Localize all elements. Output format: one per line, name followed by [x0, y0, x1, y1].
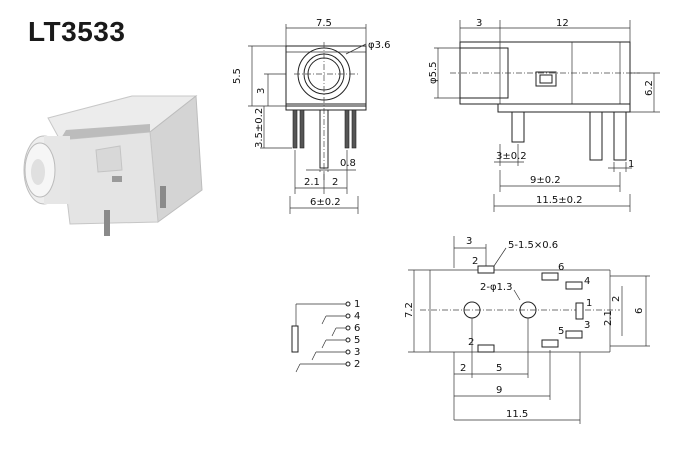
schematic: 1 4 6 5 3 2	[291, 299, 360, 373]
pcb-pad-label-top-2: 2	[472, 256, 478, 267]
pcb-pad-label-4: 4	[584, 276, 590, 287]
dim-pcb-span-11-5: 11.5	[506, 409, 528, 420]
front-view: 7.5 φ3.6 5.5 3 3.5±0.2 0.8 2.1 2 6±0.2	[232, 18, 391, 214]
part-number-title: LT3533	[28, 16, 126, 47]
dim-pcb-height-6: 6	[634, 308, 645, 314]
dim-side-length: 12	[556, 18, 569, 29]
dim-front-pitch-a: 2.1	[304, 177, 320, 188]
dim-front-pin-width: 0.8	[340, 158, 356, 169]
dim-front-hole: φ3.6	[368, 40, 391, 51]
dim-side-first-pin: 3±0.2	[496, 151, 527, 162]
schematic-pin-1: 1	[354, 299, 360, 310]
dim-side-height: 6.2	[644, 80, 655, 96]
dim-pcb-bottom-5: 5	[496, 363, 502, 374]
dim-front-pitch-b: 2	[332, 177, 338, 188]
dim-pcb-right-2-1: 2.1	[603, 310, 614, 326]
pcb-pad-label-bottom-2: 2	[468, 337, 474, 348]
dim-pcb-top-offset: 3	[466, 236, 472, 247]
pcb-pad-label-5: 5	[558, 326, 564, 337]
schematic-pin-5: 5	[354, 335, 360, 346]
pcb-pad-label-3: 3	[584, 320, 590, 331]
pcb-pad-label-1: 1	[586, 298, 592, 309]
dim-front-total: 6±0.2	[310, 197, 341, 208]
dim-pcb-bottom-2: 2	[460, 363, 466, 374]
dim-side-diameter: φ5.5	[428, 62, 439, 85]
schematic-pin-6: 6	[354, 323, 360, 334]
side-view: 3 12 φ5.5 6.2 3±0.2 1 9±0.2 11.5±0.2	[428, 18, 660, 212]
dim-front-center: 3	[256, 88, 267, 94]
dim-front-height: 5.5	[232, 68, 243, 84]
connector-3d-render	[23, 95, 203, 236]
dim-front-width: 7.5	[316, 18, 332, 29]
schematic-pin-2: 2	[354, 359, 360, 370]
dim-pcb-hole-spec: 2-φ1.3	[480, 282, 512, 293]
dim-pcb-height: 7.2	[404, 302, 415, 318]
dim-side-pin-width: 1	[628, 159, 634, 170]
schematic-pin-3: 3	[354, 347, 360, 358]
pcb-pad-label-6: 6	[558, 262, 564, 273]
dim-pcb-pad-spec: 5-1.5×0.6	[508, 240, 558, 251]
dim-side-pin-span: 9±0.2	[530, 175, 561, 186]
dim-side-total: 11.5±0.2	[536, 195, 583, 206]
dim-pcb-span-9: 9	[496, 385, 502, 396]
dim-front-pin-length: 3.5±0.2	[254, 108, 265, 148]
dim-side-front: 3	[476, 18, 482, 29]
pcb-footprint: 2 6 4 1 5 3 2 3 5-1.5×0.6 2-φ1.3 7.2 6 2…	[404, 236, 650, 424]
schematic-pin-4: 4	[354, 311, 360, 322]
dim-pcb-right-2: 2	[611, 296, 622, 302]
